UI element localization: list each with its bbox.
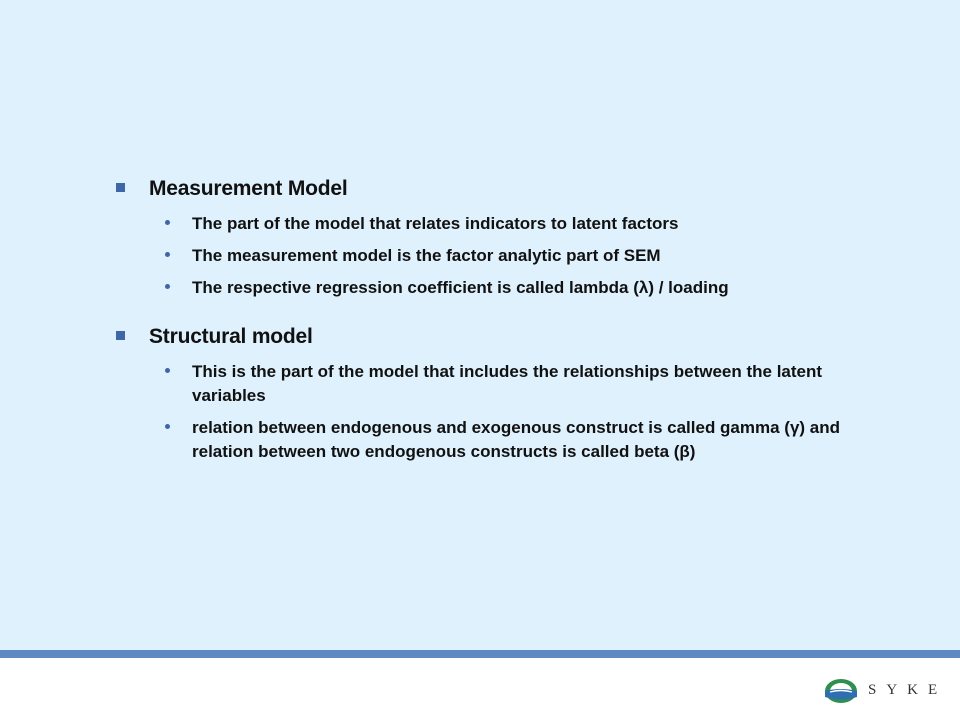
subitem-list: This is the part of the model that inclu… bbox=[165, 360, 896, 464]
list-item: The part of the model that relates indic… bbox=[165, 212, 896, 236]
subitem-list: The part of the model that relates indic… bbox=[165, 212, 896, 300]
list-item: The measurement model is the factor anal… bbox=[165, 244, 896, 268]
dot-bullet-icon bbox=[165, 220, 170, 225]
list-item-text: The measurement model is the factor anal… bbox=[192, 246, 661, 265]
slide-content: Measurement Model The part of the model … bbox=[116, 176, 896, 488]
footer-band bbox=[0, 650, 960, 658]
list-item: relation between endogenous and exogenou… bbox=[165, 416, 896, 464]
square-bullet-icon bbox=[116, 183, 125, 192]
list-item-text: relation between endogenous and exogenou… bbox=[192, 418, 841, 461]
list-item-text: This is the part of the model that inclu… bbox=[192, 362, 823, 405]
list-item-text: The respective regression coefficient is… bbox=[192, 278, 729, 297]
slide-background bbox=[0, 0, 960, 650]
section-title: Structural model bbox=[149, 325, 313, 348]
list-item: This is the part of the model that inclu… bbox=[165, 360, 896, 408]
section-measurement-model: Measurement Model The part of the model … bbox=[116, 176, 896, 300]
dot-bullet-icon bbox=[165, 284, 170, 289]
syke-logo: SYKE bbox=[824, 677, 946, 705]
section-heading: Structural model bbox=[116, 324, 896, 350]
section-heading: Measurement Model bbox=[116, 176, 896, 202]
square-bullet-icon bbox=[116, 331, 125, 340]
syke-logo-icon bbox=[825, 679, 857, 703]
section-title: Measurement Model bbox=[149, 177, 348, 200]
dot-bullet-icon bbox=[165, 424, 170, 429]
dot-bullet-icon bbox=[165, 252, 170, 257]
logo-text: SYKE bbox=[868, 682, 948, 698]
list-item: The respective regression coefficient is… bbox=[165, 276, 896, 300]
list-item-text: The part of the model that relates indic… bbox=[192, 214, 679, 233]
section-structural-model: Structural model This is the part of the… bbox=[116, 324, 896, 464]
dot-bullet-icon bbox=[165, 368, 170, 373]
